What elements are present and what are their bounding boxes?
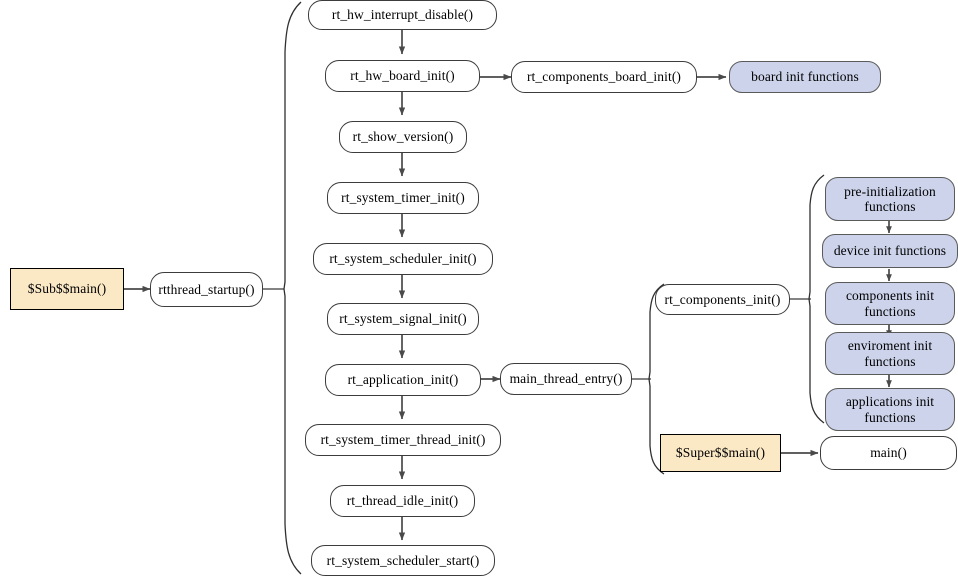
node-rt-components-board-init[interactable]: rt_components_board_init(): [511, 61, 697, 93]
node-rt-hw-interrupt-disable[interactable]: rt_hw_interrupt_disable(): [308, 0, 497, 30]
node-rt-application-init[interactable]: rt_application_init(): [325, 364, 481, 396]
node-main-thread-entry[interactable]: main_thread_entry(): [500, 363, 632, 395]
node-rtthread-startup[interactable]: rtthread_startup(): [150, 272, 263, 307]
node-rt-thread-idle-init[interactable]: rt_thread_idle_init(): [330, 485, 475, 517]
node-device-init-functions[interactable]: device init functions: [822, 234, 958, 268]
node-components-init-functions[interactable]: components init functions: [825, 282, 955, 325]
node-enviroment-init-functions[interactable]: enviroment init functions: [825, 332, 955, 375]
node-rt-show-version[interactable]: rt_show_version(): [339, 121, 467, 153]
node-sub-main[interactable]: $Sub$$main(): [10, 268, 124, 310]
node-rt-system-signal-init[interactable]: rt_system_signal_init(): [327, 303, 479, 335]
node-rt-system-scheduler-init[interactable]: rt_system_scheduler_init(): [313, 243, 493, 275]
node-super-main[interactable]: $Super$$main(): [660, 434, 781, 472]
node-rt-components-init[interactable]: rt_components_init(): [655, 284, 790, 315]
node-rt-hw-board-init[interactable]: rt_hw_board_init(): [325, 60, 480, 92]
node-applications-init-functions[interactable]: applications init functions: [825, 388, 955, 431]
node-rt-system-timer-init[interactable]: rt_system_timer_init(): [327, 182, 479, 214]
node-board-init-functions[interactable]: board init functions: [729, 61, 881, 93]
node-main[interactable]: main(): [820, 436, 957, 470]
node-pre-initialization-functions[interactable]: pre-initialization functions: [825, 177, 955, 221]
node-rt-system-scheduler-start[interactable]: rt_system_scheduler_start(): [311, 545, 495, 576]
node-rt-system-timer-thread-init[interactable]: rt_system_timer_thread_init(): [305, 424, 501, 456]
